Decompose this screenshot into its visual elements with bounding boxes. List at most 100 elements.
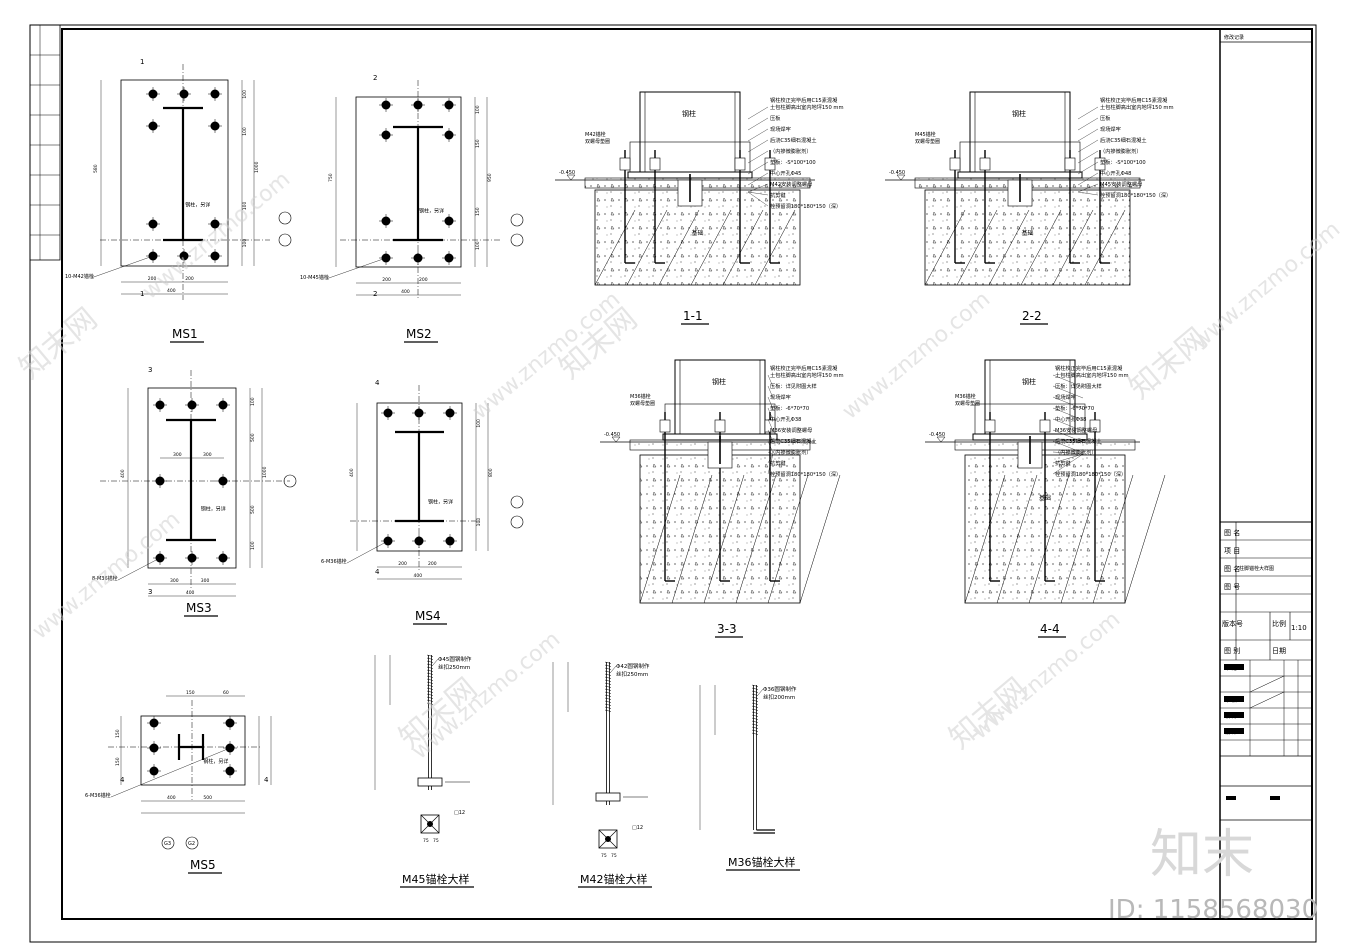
thread-mark [604,679,612,682]
nut [1039,419,1051,433]
section-note: 中心开孔Φ38 [1055,415,1086,423]
plate-label: MS4 [415,609,441,623]
plate-label: MS2 [406,327,432,341]
note-leader [747,106,769,120]
axis-bubble [510,495,524,509]
bolt-note: 10-M42锚栓 [65,273,94,280]
elevation-marker [611,436,621,443]
note-leader [767,385,774,399]
anchor-bolt [442,98,456,112]
section-note: M42安装调整螺母 [770,180,812,188]
binding-strip [29,24,61,261]
elevation-label: -0.450 [604,432,620,438]
dim-text: 1000 [254,161,260,173]
anchor-bolt [223,716,237,730]
plate-label: MS5 [190,858,216,872]
thread-mark [426,681,434,684]
anchor-bolt [177,249,191,263]
dim-text: 100 [476,518,482,527]
anchor-bolt [443,534,457,548]
hatch-line [1028,474,1070,604]
section-mark-top: 1 [140,58,144,66]
nut [984,419,996,433]
thread-mark [751,726,759,729]
note-leader [1077,172,1099,186]
axis-bubble [510,213,524,227]
bolt-note: 6-M36锚栓 [321,558,347,565]
axis-bubble [161,836,175,850]
watermark-url-4: www.znzmo.com [1188,217,1345,355]
dim-text: 500 [203,795,212,801]
thread-mark [604,661,612,664]
thread-mark [604,703,612,706]
section-note: 抗剪键 [770,191,786,199]
bolt-note: 10-M45锚栓 [300,274,329,281]
dim-text: 400 [186,590,195,596]
dim-text: 400 [401,289,410,295]
thread-mark [604,676,612,679]
row-label-name: 图 名 [1224,564,1240,573]
watermark-url-1: www.znzmo.com [138,167,295,305]
note-leader [767,429,774,443]
dim-text: 150 [186,690,195,696]
nut [619,157,631,171]
note-leader [747,191,769,207]
note-leader [747,191,769,196]
section-note: 土包柱脚高出室内地坪150 mm [770,371,844,379]
section-note: 后浇C35细石混凝土 [770,437,817,445]
section-note: 栓预留洞180*180*150（深） [770,202,841,210]
section-note: 现场焊牢 [1100,125,1121,133]
note-leader [767,407,774,421]
column-encasement [974,403,1086,435]
section-note: 现场焊牢 [770,393,791,401]
anchor-bolt [216,398,230,412]
leader-line [117,557,161,581]
plate-note: □12 [632,825,643,831]
dim-text: 100 [242,201,248,210]
section-note: 压板 [770,114,781,122]
note-leader [1077,191,1099,196]
hatch-line [988,209,1030,286]
section-note: （内掺微膨胀剂） [1055,448,1097,456]
note-leader [767,374,774,388]
dim-text: 500 [250,505,256,514]
section-note: 垫板：-S*100*100 [1100,158,1146,166]
thread-mark [751,729,759,732]
dim-text: 75 [423,838,429,844]
thread-mark [751,711,759,714]
hatch-line [754,209,796,286]
scale-label: 比例 [1272,619,1286,628]
dim-text: 100 [242,90,248,99]
dim-text: 800 [488,468,494,477]
bolt-label: M36锚栓 [955,393,976,400]
note-leader [1052,396,1084,410]
note-leader [747,183,769,193]
section-note: 现场焊牢 [770,125,791,133]
thread-mark [751,720,759,723]
dim-text: 400 [167,795,176,801]
note-leader [747,161,769,175]
dim-text: 200 [398,561,407,567]
section-mark-top: 4 [375,379,380,387]
section-mark-top: 3 [148,366,152,374]
nut-label: 双螺母垫圈 [585,138,610,145]
section-note: 钢柱校正完毕后用C15素混凝 [1055,364,1123,372]
thread-mark [604,700,612,703]
section-note: 栓预留洞180*180*150（深） [1055,470,1126,478]
thread-mark [604,673,612,676]
dim-text: 400 [414,573,423,579]
dim-text: 150 [115,757,121,766]
axis-bubble [278,233,292,247]
column-label: 钢柱 [1022,377,1036,386]
dim-text: 100 [250,541,256,550]
section-note: 土包柱脚高出室内地坪150 mm [1100,103,1174,111]
sig-check: 校 对 [1225,713,1237,720]
thread-mark [751,714,759,717]
anchor-bolt [146,87,160,101]
column-label: 钢柱 [712,377,726,386]
section-label: 2-2 [1022,309,1042,323]
column-note: 钢柱，另详 [201,505,226,512]
